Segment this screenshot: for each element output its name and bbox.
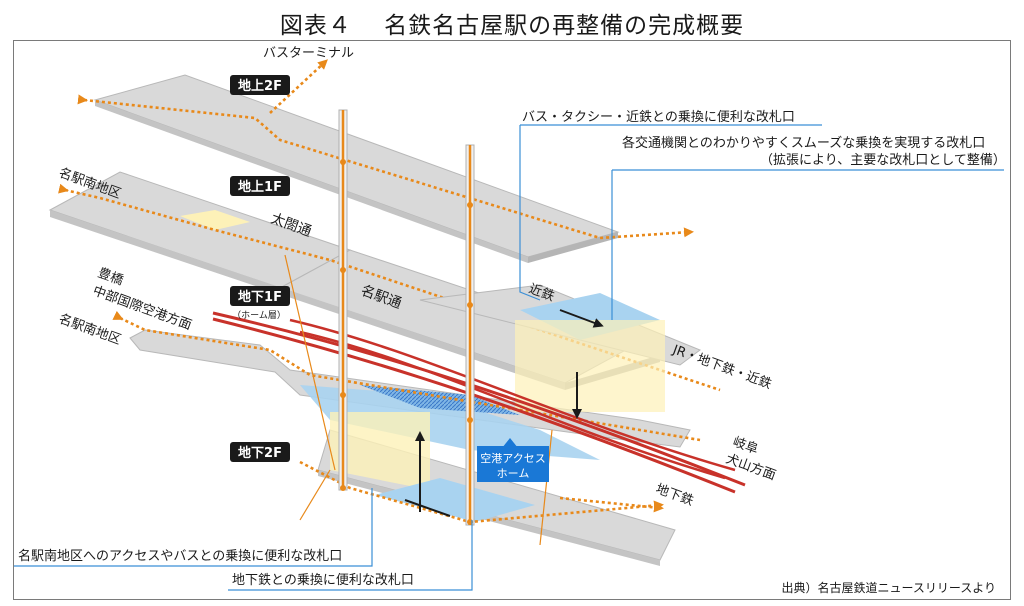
svg-text:地上1F: 地上1F xyxy=(238,179,282,195)
label-meieki-south-2: 名駅南地区 xyxy=(57,311,124,348)
route-to-bus-terminal xyxy=(269,59,328,114)
callout-meieki-south-gate: 名駅南地区へのアクセスやバスとの乗換に便利な改札口 xyxy=(18,548,342,564)
svg-text:地下1F: 地下1F xyxy=(238,289,282,305)
callout-bus-taxi-kintetsu: バス・タクシー・近鉄との乗換に便利な改札口 xyxy=(522,110,795,125)
callout-lines xyxy=(14,124,1004,591)
route-b1 xyxy=(112,310,701,442)
airport-platform-badge: 空港アクセス ホーム xyxy=(477,438,549,482)
transfer-arrow-b2-h xyxy=(404,499,451,517)
label-jr-subway-kintetsu: JR・地下鉄・近鉄 xyxy=(670,342,774,392)
floor-slab-b2 xyxy=(317,412,676,566)
gate-area-1f xyxy=(180,210,250,230)
route-b2 xyxy=(299,460,664,524)
callout-main-gate: 各交通機関とのわかりやすくスムーズな乗換を実現する改札口 xyxy=(622,135,985,151)
route-2f xyxy=(77,94,694,240)
page-title: 図表４ 名鉄名古屋駅の再整備の完成概要 xyxy=(279,13,745,39)
floor-badge-b2: 地下2F xyxy=(230,442,290,462)
airport-platform-label-2: ホーム xyxy=(497,467,530,480)
callout-main-gate-note: （拡張により、主要な改札口として整備） xyxy=(760,152,1006,168)
floor-badge-b1-sub: （ホーム層） xyxy=(232,310,286,321)
transfer-arrow-kintetsu xyxy=(559,309,604,328)
svg-text:地上2F: 地上2F xyxy=(238,78,282,94)
route-b2-subway xyxy=(559,496,664,513)
floor-badge-1f: 地上1F xyxy=(230,176,290,196)
label-chubu-airport: 中部国際空港方面 xyxy=(91,283,194,334)
floor-badge-b1: 地下1F （ホーム層） xyxy=(230,286,290,321)
label-bus-terminal: バスターミナル xyxy=(263,46,354,61)
vertical-columns xyxy=(338,109,475,526)
airport-platform-label-1: 空港アクセス xyxy=(480,451,545,465)
label-subway: 地下鉄 xyxy=(654,482,696,509)
diagram-frame xyxy=(13,40,1011,600)
source-note: 出典）名古屋鉄道ニュースリリースより xyxy=(781,580,996,595)
callout-subway-gate: 地下鉄との乗換に便利な改札口 xyxy=(232,573,414,588)
svg-text:地下2F: 地下2F xyxy=(238,445,282,461)
floor-badge-2f: 地上2F xyxy=(230,75,290,95)
